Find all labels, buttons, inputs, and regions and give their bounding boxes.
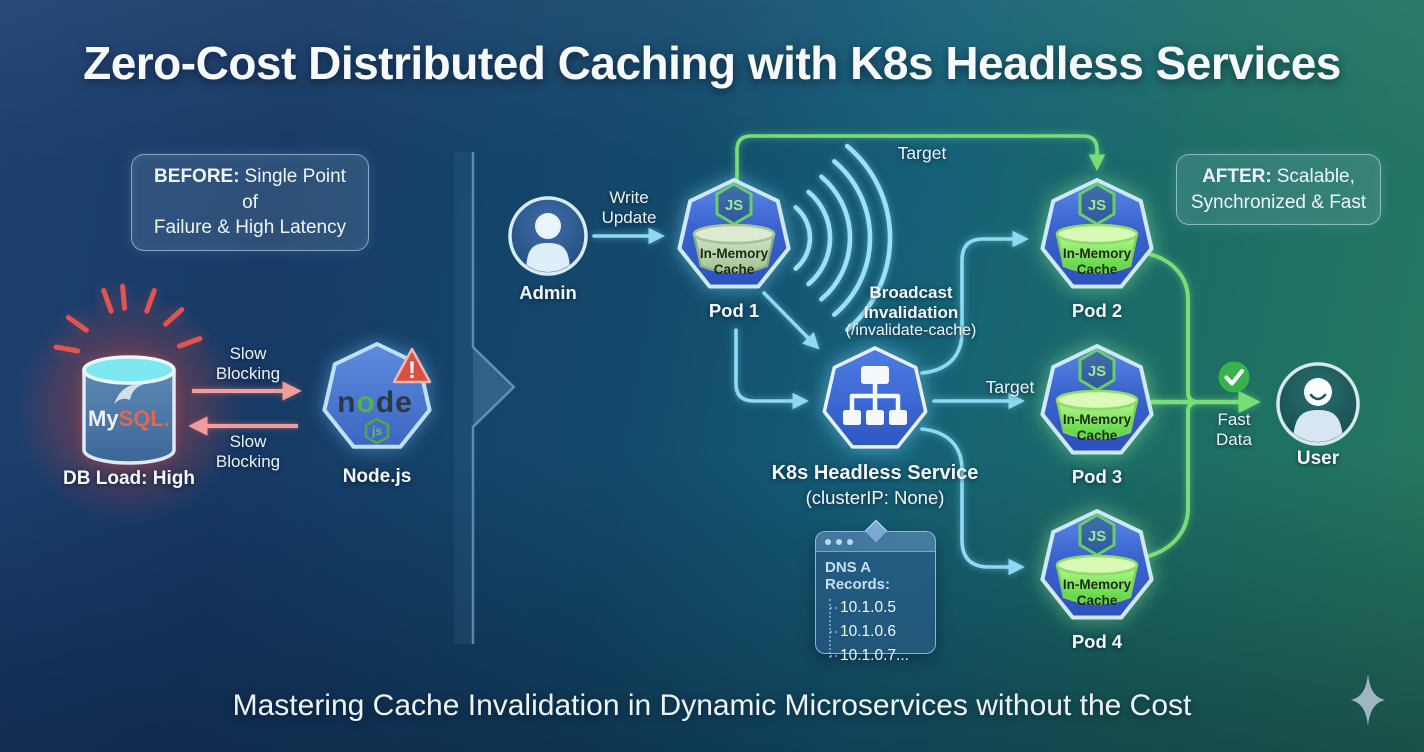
svg-text:JS: JS <box>1088 363 1106 380</box>
page-subtitle: Mastering Cache Invalidation in Dynamic … <box>232 689 1192 722</box>
dns-record: 10.1.0.7... <box>830 644 927 668</box>
mysql-logo: MySQL. <box>88 406 170 431</box>
cache-label: In-Memory Cache <box>699 246 769 278</box>
broadcast-label: Broadcast Invalidation <box>863 283 959 323</box>
cache-bowl-icon <box>1055 223 1139 274</box>
svg-text:JS: JS <box>1088 528 1106 545</box>
before-badge: BEFORE:Single Point of Failure & High La… <box>131 154 369 251</box>
target-label-mid: Target <box>985 377 1035 397</box>
db-load-label: DB Load: High <box>63 468 195 489</box>
before-badge-line1: BEFORE:Single Point of <box>144 164 356 215</box>
dns-record-list: 10.1.0.5 10.1.0.6 10.1.0.7... <box>825 596 927 668</box>
dns-record: 10.1.0.6 <box>830 620 927 644</box>
user-avatar <box>1273 359 1363 449</box>
pod-2-label: Pod 2 <box>1071 300 1123 321</box>
database-cylinder-icon: MySQL. <box>82 355 176 465</box>
after-rest: Scalable, <box>1276 166 1355 187</box>
svg-text:js: js <box>371 424 382 438</box>
write-update-label: Write Update <box>601 188 657 228</box>
slow-blocking-label-top: Slow Blocking <box>215 344 281 384</box>
after-badge: AFTER:Scalable, Synchronized & Fast <box>1176 154 1381 226</box>
pod-2: JS In-Memory Cache <box>1035 172 1159 304</box>
pod-4: JS In-Memory Cache <box>1035 503 1159 635</box>
k8s-service-label: K8s Headless Service <box>771 462 979 484</box>
svg-text:JS: JS <box>1088 197 1106 214</box>
dns-record: 10.1.0.5 <box>830 596 927 620</box>
admin-avatar <box>506 194 590 278</box>
window-dot-icon <box>836 538 842 545</box>
broadcast-endpoint-label: (/invalidate-cache) <box>845 322 977 339</box>
pod-3: JS In-Memory Cache <box>1035 338 1159 470</box>
cache-bowl-icon <box>1055 389 1139 440</box>
cache-label: In-Memory Cache <box>1062 246 1132 278</box>
admin-label: Admin <box>519 282 577 303</box>
js-badge-icon: JS <box>715 182 753 226</box>
cache-bowl-icon <box>1055 554 1139 605</box>
user-label: User <box>1296 448 1340 469</box>
pod-1-label: Pod 1 <box>708 300 760 321</box>
before-prefix: BEFORE: <box>154 166 240 187</box>
after-badge-line2: Synchronized & Fast <box>1190 191 1367 213</box>
check-icon <box>1216 359 1252 395</box>
window-dot-icon <box>847 538 853 545</box>
window-dot-icon <box>825 538 831 545</box>
dolphin-icon <box>114 383 144 404</box>
js-badge-icon: JS <box>1078 348 1116 392</box>
person-smile-icon <box>1293 378 1343 442</box>
pod-3-label: Pod 3 <box>1071 466 1123 487</box>
section-divider <box>454 152 516 644</box>
js-badge-icon: JS <box>1078 513 1116 557</box>
target-label-top: Target <box>897 143 947 163</box>
nodejs-wordmark: node <box>337 386 413 419</box>
fast-data-label: Fast Data <box>1216 410 1252 450</box>
pod-4-label: Pod 4 <box>1071 631 1123 652</box>
cache-label: In-Memory Cache <box>1062 412 1132 444</box>
dns-records-window: DNS A Records: 10.1.0.5 10.1.0.6 10.1.0.… <box>815 519 936 664</box>
cache-label: In-Memory Cache <box>1062 577 1132 609</box>
before-badge-line2: Failure & High Latency <box>153 217 347 239</box>
svg-text:!: ! <box>408 357 416 384</box>
js-badge-icon: JS <box>1078 182 1116 226</box>
dns-title: DNS A Records: <box>825 559 891 593</box>
after-badge-line1: AFTER:Scalable, <box>1189 164 1368 190</box>
overload-rays-icon <box>53 283 203 354</box>
k8s-headless-service <box>813 340 937 464</box>
nodejs-server: node js ! <box>312 335 442 465</box>
k8s-clusterip-label: (clusterIP: None) <box>805 487 945 508</box>
slow-blocking-label-bottom: Slow Blocking <box>215 432 281 472</box>
warning-icon: ! <box>392 347 432 384</box>
pod1-to-k8s-curve-arrow <box>734 328 809 410</box>
person-icon <box>526 213 570 272</box>
svg-text:JS: JS <box>725 197 743 214</box>
cache-bowl-icon <box>692 223 776 274</box>
after-prefix: AFTER: <box>1202 166 1272 187</box>
pod-1: JS In-Memory Cache <box>672 172 796 304</box>
page-title: Zero-Cost Distributed Caching with K8s H… <box>83 37 1341 89</box>
js-badge-icon: js <box>364 417 390 445</box>
service-tree-icon <box>843 366 907 425</box>
mysql-database: MySQL. <box>44 283 214 479</box>
before-rest: Single Point of <box>242 166 346 213</box>
nodejs-label: Node.js <box>342 466 412 487</box>
sparkle-icon <box>1340 672 1396 728</box>
